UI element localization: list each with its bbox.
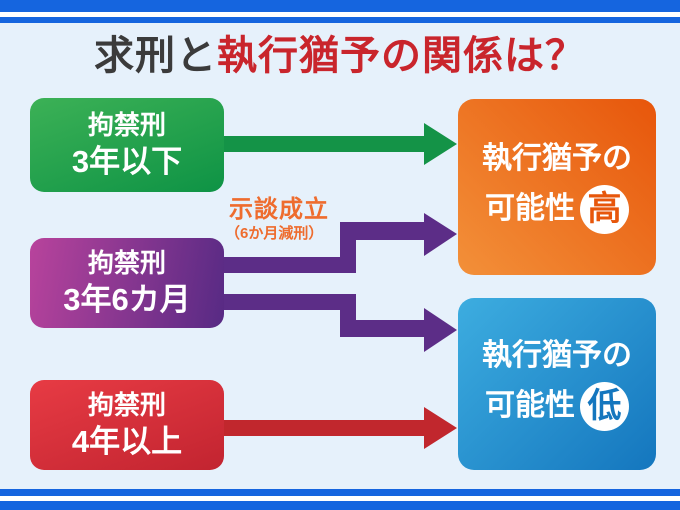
settlement-annotation-main: 示談成立 <box>229 196 329 223</box>
top-white-stripe <box>0 12 680 17</box>
purple-arrow-down <box>224 294 457 352</box>
settlement-annotation: 示談成立 （6か月減刑） <box>225 196 329 243</box>
sentence-box-label: 拘禁刑 <box>87 389 166 420</box>
green-arrow <box>224 123 457 165</box>
outcome-box-line2-text: 可能性 <box>485 389 575 422</box>
outcome-box-high-probability: 執行猶予の 可能性 高 <box>458 99 656 275</box>
outcome-box-line2-text: 可能性 <box>485 192 575 225</box>
top-outer-stripe <box>0 0 680 12</box>
outcome-box-line2: 可能性 低 <box>485 381 629 431</box>
page-title: 求刑と執行猶予の関係は？ <box>0 34 680 78</box>
sentence-box-value: 3年6カ月 <box>63 281 191 317</box>
low-badge: 低 <box>580 381 629 431</box>
sentence-box-3years-6months: 拘禁刑 3年6カ月 <box>30 238 224 328</box>
bottom-outer-stripe <box>0 501 680 510</box>
outcome-box-line1: 執行猶予の <box>482 141 632 175</box>
sentence-box-3years-under: 拘禁刑 3年以下 <box>30 98 224 192</box>
settlement-annotation-sub: （6か月減刑） <box>225 225 324 243</box>
bottom-white-stripe <box>0 496 680 501</box>
red-arrow <box>224 407 457 449</box>
sentence-box-value: 3年以下 <box>71 143 183 179</box>
top-inner-stripe <box>0 17 680 23</box>
outcome-box-line1: 執行猶予の <box>482 338 632 372</box>
sentence-box-4years-over: 拘禁刑 4年以上 <box>30 380 224 470</box>
outcome-box-low-probability: 執行猶予の 可能性 低 <box>458 298 656 470</box>
bottom-inner-stripe <box>0 489 680 496</box>
title-part-red: 執行猶予の関係は？ <box>217 34 586 78</box>
outcome-box-line2: 可能性 高 <box>485 184 629 234</box>
sentence-box-label: 拘禁刑 <box>87 109 166 140</box>
high-badge: 高 <box>580 184 629 234</box>
purple-arrow-up <box>224 213 457 273</box>
sentence-box-value: 4年以上 <box>71 423 183 459</box>
title-part-gray: 求刑と <box>94 34 217 78</box>
sentence-box-label: 拘禁刑 <box>87 247 166 278</box>
